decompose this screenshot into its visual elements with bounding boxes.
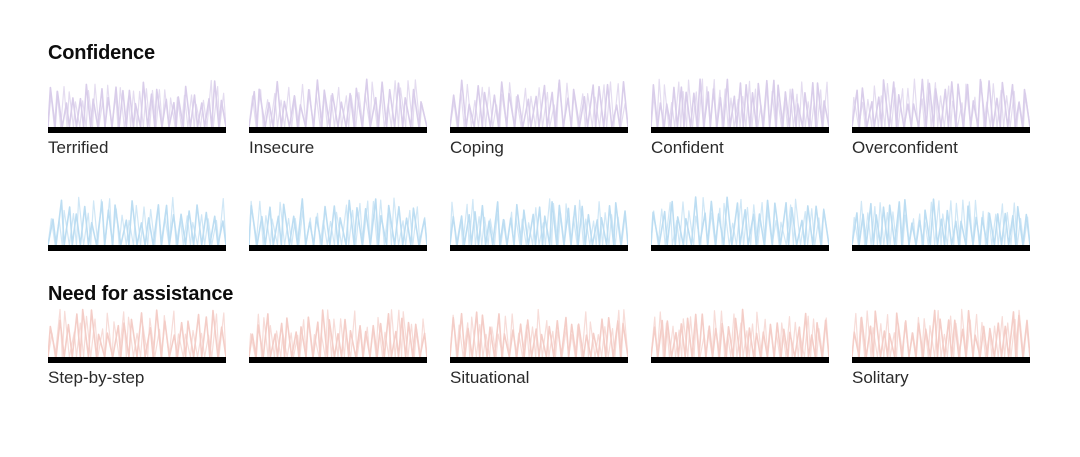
waveform-baseline xyxy=(651,357,829,363)
waveform-graphic xyxy=(48,77,226,127)
waveform-graphic xyxy=(651,195,829,245)
waveform-cell[interactable]: Step-by-step xyxy=(48,307,226,387)
waveform-cell[interactable] xyxy=(651,307,829,385)
waveform-baseline xyxy=(249,127,427,133)
waveform-label: Step-by-step xyxy=(48,368,145,387)
waveform-cell[interactable]: Solitary xyxy=(852,307,1030,387)
waveform-baseline xyxy=(852,127,1030,133)
waveform-graphic xyxy=(450,307,628,357)
waveform-cell[interactable] xyxy=(249,307,427,385)
waveform-graphic xyxy=(450,77,628,127)
waveform-baseline xyxy=(48,127,226,133)
waveform-graphic xyxy=(651,307,829,357)
waveform-baseline xyxy=(852,357,1030,363)
waveform-graphic xyxy=(852,307,1030,357)
waveform-baseline xyxy=(249,357,427,363)
waveform-graphic xyxy=(249,307,427,357)
waveform-baseline xyxy=(651,245,829,251)
waveform-cell[interactable]: Situational xyxy=(450,307,628,387)
waveform-cell[interactable] xyxy=(852,195,1030,273)
waveform-label: Situational xyxy=(450,368,530,387)
waveform-cell[interactable] xyxy=(450,195,628,273)
waveform-graphic xyxy=(852,77,1030,127)
waveform-baseline xyxy=(48,245,226,251)
waveform-cell[interactable]: Coping xyxy=(450,77,628,157)
waveform-graphic xyxy=(249,77,427,127)
waveform-graphic xyxy=(48,307,226,357)
waveform-cell[interactable] xyxy=(651,195,829,273)
waveform-label: Insecure xyxy=(249,138,315,157)
waveform-cell[interactable] xyxy=(249,195,427,273)
waveform-label: Terrified xyxy=(48,138,109,157)
waveform-graphic xyxy=(249,195,427,245)
waveform-cell[interactable] xyxy=(48,195,226,273)
section-heading-confidence: Confidence xyxy=(48,42,155,64)
waveform-cell[interactable]: Overconfident xyxy=(852,77,1030,157)
waveform-baseline xyxy=(450,127,628,133)
waveform-baseline xyxy=(651,127,829,133)
waveform-baseline xyxy=(852,245,1030,251)
waveform-baseline xyxy=(249,245,427,251)
waveform-cell[interactable]: Confident xyxy=(651,77,829,157)
waveform-cell[interactable]: Insecure xyxy=(249,77,427,157)
section-heading-need-for-assistance: Need for assistance xyxy=(48,283,234,305)
waveform-label: Overconfident xyxy=(852,138,958,157)
waveform-graphic xyxy=(852,195,1030,245)
waveform-graphic xyxy=(450,195,628,245)
waveform-graphic xyxy=(48,195,226,245)
waveform-baseline xyxy=(450,357,628,363)
waveform-baseline xyxy=(48,357,226,363)
waveform-cell[interactable]: Terrified xyxy=(48,77,226,157)
waveform-label: Solitary xyxy=(852,368,909,387)
waveform-row-unlabeled xyxy=(48,195,1032,273)
waveform-label: Confident xyxy=(651,138,724,157)
waveform-row-need-for-assistance: Step-by-step Situational Solitary xyxy=(48,307,1032,387)
waveform-row-confidence: Terrified Insecure Coping Confident Overconf… xyxy=(48,77,1032,157)
waveform-label: Coping xyxy=(450,138,504,157)
waveform-baseline xyxy=(450,245,628,251)
waveform-graphic xyxy=(651,77,829,127)
